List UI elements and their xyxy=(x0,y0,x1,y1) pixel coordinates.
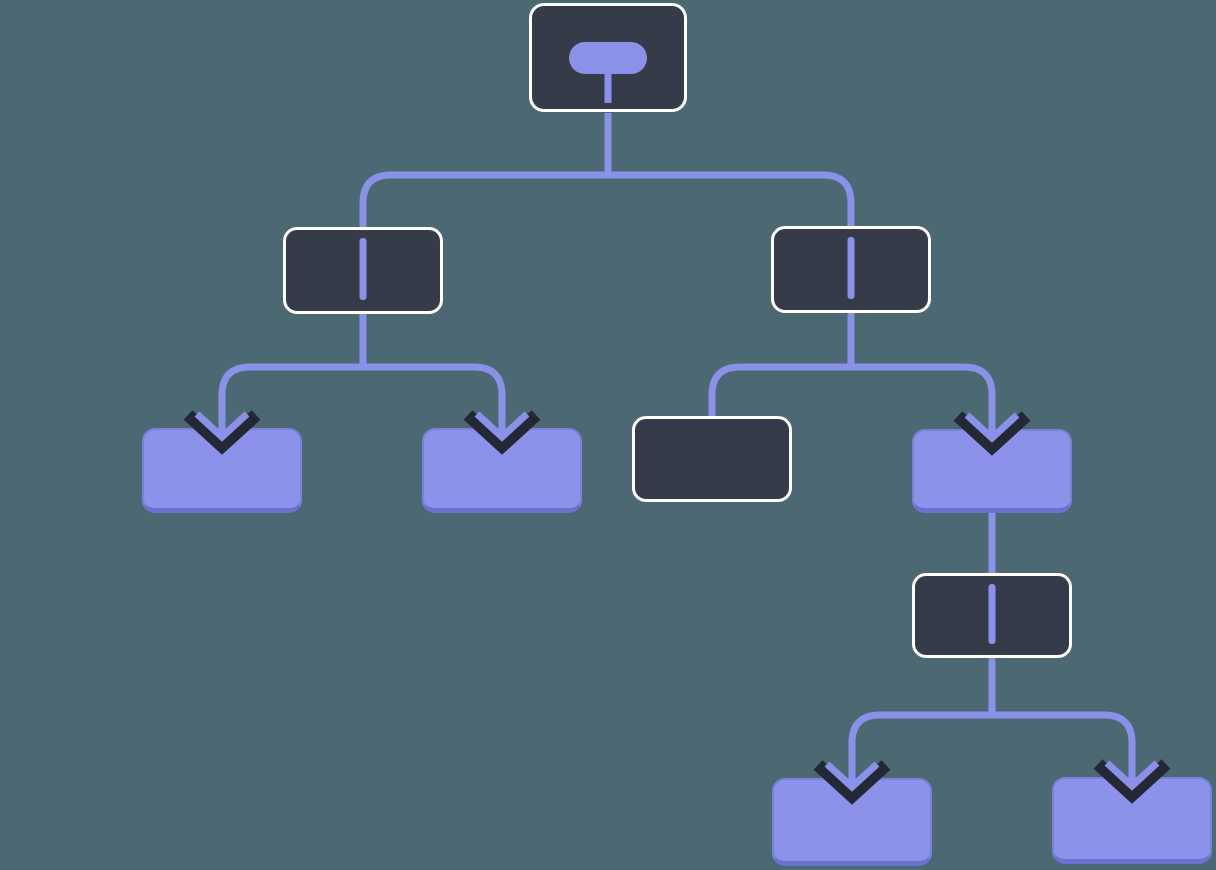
node-branch-left[interactable] xyxy=(283,227,443,314)
node-leaf-2[interactable] xyxy=(422,428,582,513)
node-pass-purple[interactable] xyxy=(912,429,1072,513)
pill-marker-icon xyxy=(569,42,647,74)
node-branch-bottom[interactable] xyxy=(912,573,1072,658)
node-leaf-3[interactable] xyxy=(772,778,932,866)
vertical-bar-icon xyxy=(847,237,855,299)
vertical-bar-icon xyxy=(988,584,996,644)
node-leaf-dark[interactable] xyxy=(632,416,792,502)
node-branch-right[interactable] xyxy=(771,226,931,313)
node-root[interactable] xyxy=(529,3,687,112)
node-leaf-4[interactable] xyxy=(1052,777,1212,864)
node-leaf-1[interactable] xyxy=(142,428,302,513)
vertical-bar-icon xyxy=(359,238,367,300)
pill-stem-line xyxy=(604,72,612,103)
